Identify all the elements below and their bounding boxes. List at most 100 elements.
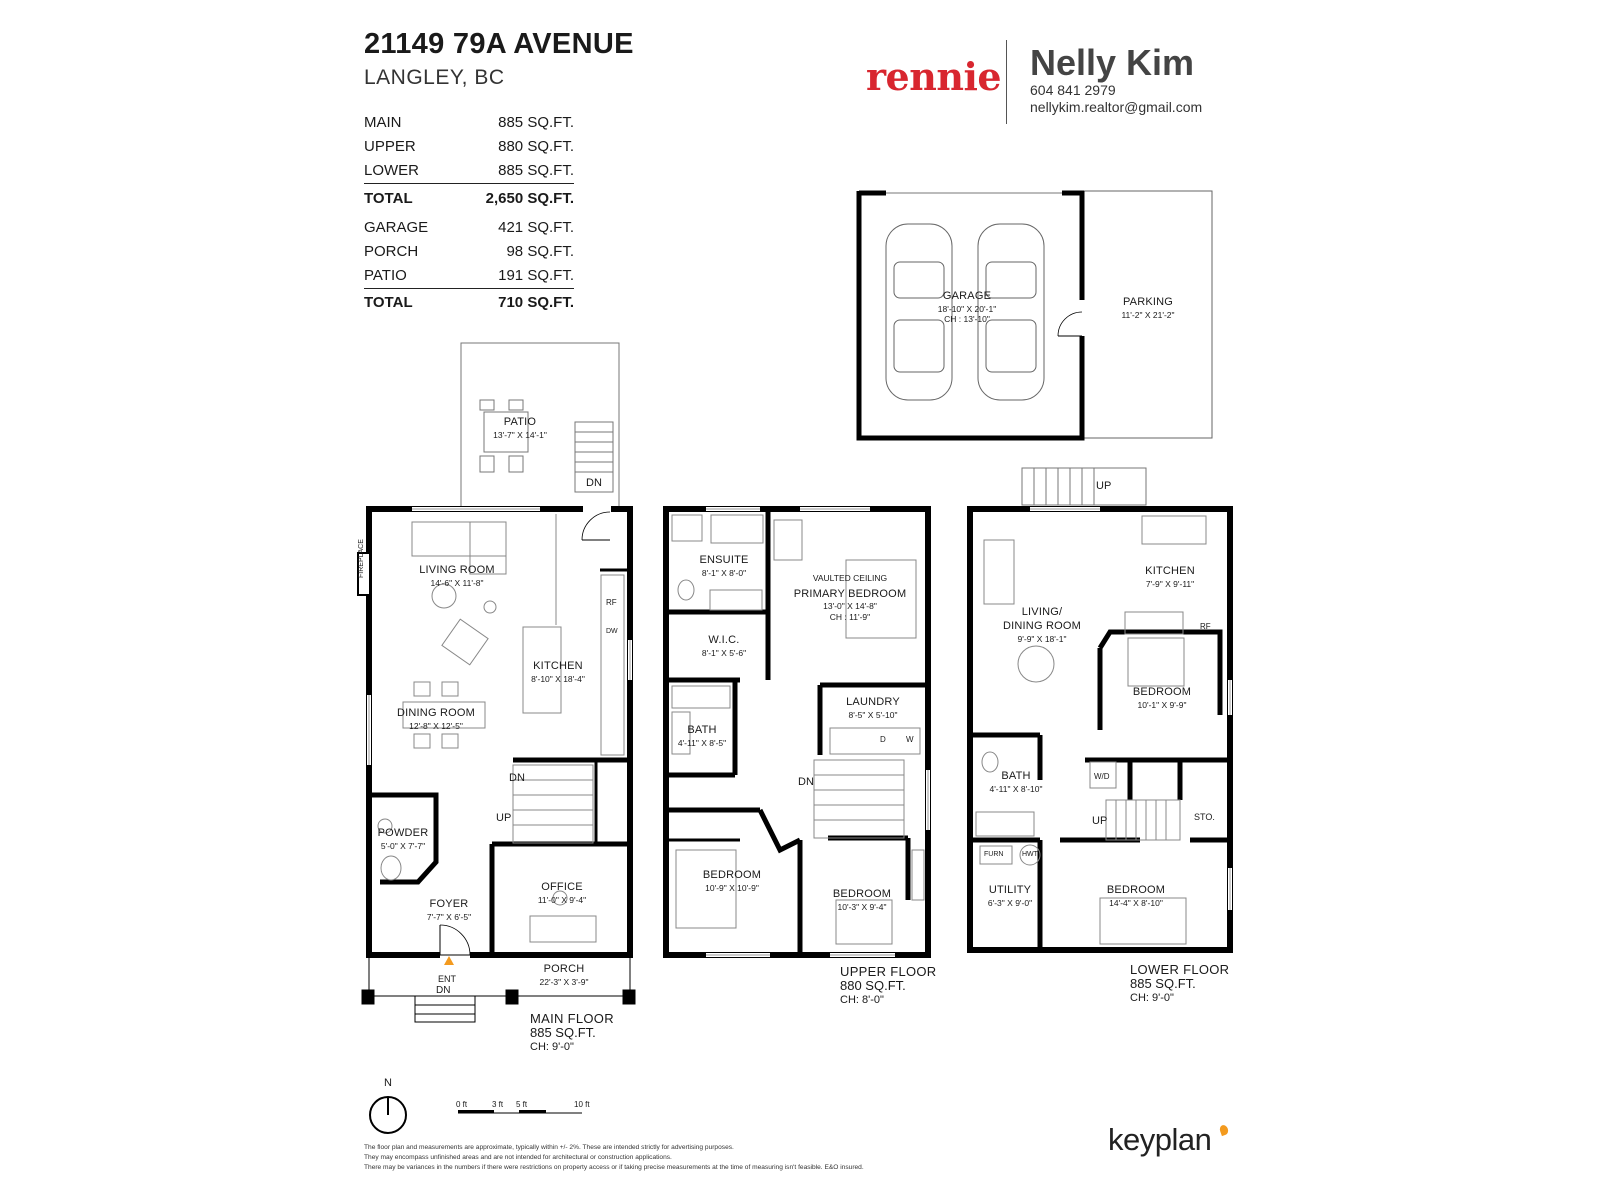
stair-label: UP [496, 812, 512, 824]
floor-area: 880 SQ.FT. [840, 978, 906, 994]
room-label-dining-room: DINING ROOM 12'-8" X 12'-5" [397, 707, 475, 731]
scale-label: 10 ft [574, 1100, 590, 1109]
room-dims: 11'-0" X 9'-4" [537, 894, 587, 905]
room-label-living-dining: LIVING/ DINING ROOM 9'-9" X 18'-1" [1003, 606, 1081, 644]
room-name: W.I.C. [708, 634, 740, 646]
room-dims: 14'-4" X 8'-10" [1109, 897, 1163, 908]
room-dims: 18'-10" X 20'-1" [937, 303, 997, 314]
upper-floor-plan [663, 506, 931, 958]
room-name: GARAGE [942, 290, 992, 302]
room-label-kitchen: KITCHEN 8'-10" X 18'-4" [531, 660, 585, 684]
room-label-porch: PORCH 22'-3" X 3'-9" [540, 963, 589, 987]
garage-plan [856, 190, 1213, 441]
room-dims: 12'-8" X 12'-5" [409, 720, 463, 731]
fireplace-label: FIREPLACE [358, 539, 365, 578]
lower-floor-caption: LOWER FLOOR 885 SQ.FT. CH: 9'-0" [1130, 962, 1230, 1004]
appliance-label: RF [1200, 622, 1211, 631]
area-row-porch: PORCH 98 SQ.FT. [364, 243, 574, 260]
room-dims: 5'-0" X 7'-7" [380, 840, 426, 851]
room-dims: 22'-3" X 3'-9" [539, 976, 589, 987]
upper-floor-caption: UPPER FLOOR 880 SQ.FT. CH: 8'-0" [840, 964, 936, 1006]
disclaimer-line: There may be variances in the numbers if… [364, 1163, 864, 1171]
floor-area: 885 SQ.FT. [530, 1025, 596, 1041]
main-floor-caption: MAIN FLOOR 885 SQ.FT. CH: 9'-0" [530, 1011, 614, 1053]
stair-label: UP [1092, 815, 1108, 827]
room-dims: 13'-0" X 14'-8" [823, 601, 877, 612]
stair-label: DN [798, 776, 814, 788]
scale-bar [458, 1110, 582, 1114]
area-value: 421 SQ.FT. [498, 219, 574, 236]
room-dims: 8'-1" X 5'-6" [701, 647, 747, 658]
room-label-patio: PATIO 13'-7" X 14'-1" [493, 416, 547, 440]
appliance-label: FURN [984, 851, 1004, 858]
stair-label: UP [1096, 480, 1112, 492]
scale-label: 0 ft [456, 1100, 468, 1109]
floor-area: 885 SQ.FT. [1130, 976, 1196, 992]
lower-floor-plan [967, 467, 1233, 953]
room-name-line2: DINING ROOM [1003, 619, 1081, 632]
area-label: TOTAL [364, 190, 413, 207]
room-label-kitchen: KITCHEN 7'-9" X 9'-11" [1145, 565, 1195, 589]
room-name: FOYER [429, 898, 469, 910]
disclaimer-line: The floor plan and measurements are appr… [364, 1144, 734, 1151]
room-label-bedroom: BEDROOM 10'-1" X 9'-9" [1133, 686, 1191, 710]
area-divider [364, 288, 574, 289]
north-arrow-icon [369, 1096, 407, 1134]
room-name: PARKING [1122, 296, 1174, 308]
room-name: PRIMARY BEDROOM [793, 587, 907, 600]
room-name: LIVING ROOM [419, 564, 495, 576]
scale-label: 5 ft [516, 1100, 528, 1109]
floor-ceiling: CH: 9'-0" [530, 1040, 574, 1053]
scale-label: 3 ft [492, 1100, 504, 1109]
room-label-bedroom: BEDROOM 10'-3" X 9'-4" [833, 888, 891, 912]
room-label-bath: BATH 4'-11" X 8'-10" [989, 770, 1042, 794]
room-name: KITCHEN [533, 660, 583, 672]
room-name: POWDER [377, 827, 429, 839]
room-name: BATH [1001, 770, 1031, 782]
room-name: UTILITY [988, 884, 1032, 896]
room-name: BEDROOM [832, 888, 892, 900]
area-row-upper: UPPER 880 SQ.FT. [364, 138, 574, 155]
room-name: PORCH [543, 963, 585, 975]
room-name: PATIO [503, 416, 537, 428]
room-name: LIVING/ [1021, 606, 1063, 618]
room-label-powder: POWDER 5'-0" X 7'-7" [378, 827, 429, 851]
room-label-wic: W.I.C. 8'-1" X 5'-6" [702, 634, 746, 658]
room-label-storage: STO. [1194, 812, 1215, 822]
appliance-label: W [906, 735, 914, 744]
area-label: UPPER [364, 138, 416, 155]
room-name: BEDROOM [1132, 686, 1192, 698]
room-dims: 4'-11" X 8'-10" [989, 783, 1043, 794]
agent-name: Nelly Kim [1030, 42, 1195, 83]
room-dims: 6'-3" X 9'-0" [987, 897, 1033, 908]
floor-name: LOWER FLOOR [1130, 962, 1230, 977]
area-divider [364, 183, 574, 184]
room-dims: 7'-7" X 6'-5" [426, 911, 472, 922]
area-label: PATIO [364, 267, 407, 284]
room-label-office: OFFICE 11'-0" X 9'-4" [538, 881, 586, 905]
room-label-garage: GARAGE 18'-10" X 20'-1" CH : 13'-10" [938, 290, 996, 325]
appliance-label: HWT [1022, 851, 1038, 858]
property-address: 21149 79A AVENUE [364, 28, 634, 60]
room-name: KITCHEN [1145, 565, 1195, 577]
room-label-foyer: FOYER 7'-7" X 6'-5" [427, 898, 471, 922]
area-row-patio: PATIO 191 SQ.FT. [364, 267, 574, 284]
room-name: BEDROOM [1106, 884, 1166, 896]
entry-arrow-icon [444, 956, 454, 965]
room-name: DINING ROOM [397, 707, 475, 719]
area-label: GARAGE [364, 219, 429, 236]
room-name: ENSUITE [699, 554, 749, 566]
room-name: LAUNDRY [846, 696, 900, 708]
area-value: 98 SQ.FT. [506, 243, 574, 260]
floor-ceiling: CH: 9'-0" [1130, 991, 1174, 1004]
room-dims: 10'-1" X 9'-9" [1137, 699, 1187, 710]
room-dims: 10'-9" X 10'-9" [705, 882, 759, 893]
room-dims: 10'-3" X 9'-4" [837, 901, 887, 912]
keyplan-logo: keyplan [1108, 1122, 1212, 1157]
entry-label: ENT [438, 974, 456, 984]
room-dims: 13'-7" X 14'-1" [493, 429, 547, 440]
area-label: MAIN [364, 114, 402, 131]
area-value: 885 SQ.FT. [498, 114, 574, 131]
north-label: N [384, 1077, 392, 1089]
